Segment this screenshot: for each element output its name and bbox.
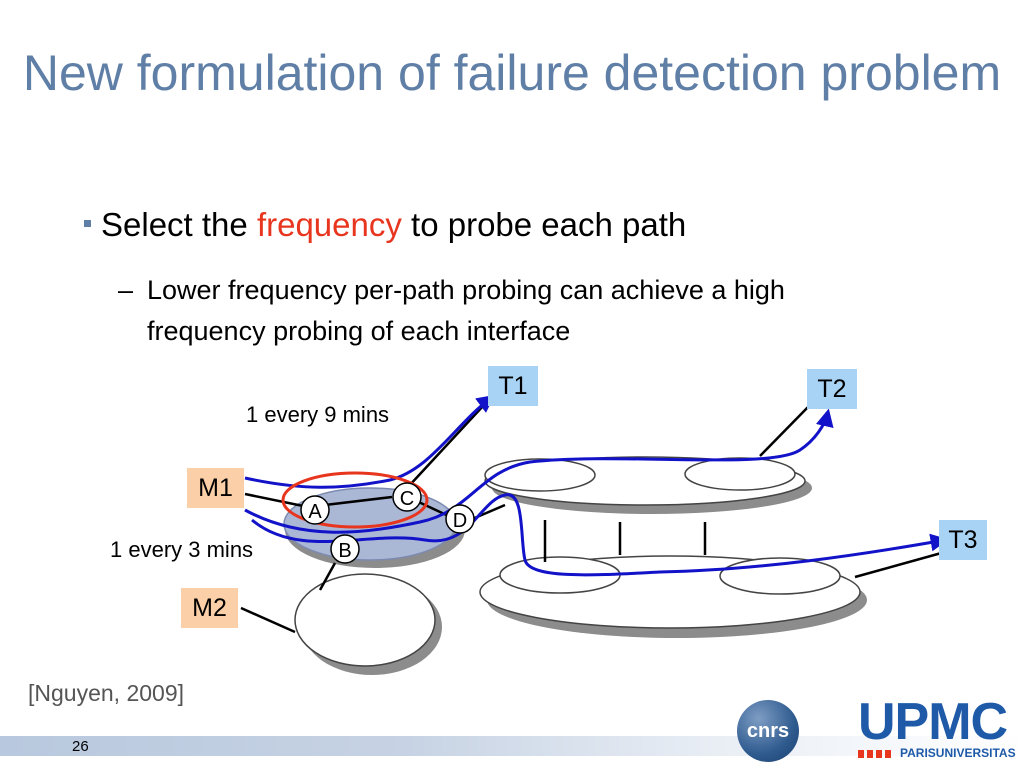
cnrs-logo: cnrs	[737, 700, 799, 762]
upmc-subtitle: PARISUNIVERSITAS	[900, 746, 1016, 760]
path-m1-t2	[244, 408, 834, 534]
router-a-label: A	[308, 501, 322, 523]
bullet-main-post: to probe each path	[401, 206, 687, 243]
rate-label-top: 1 every 9 mins	[246, 402, 390, 427]
router-b: B	[330, 534, 360, 564]
upmc-logo: UPMC	[858, 693, 1008, 751]
monitor-m1: M1	[187, 468, 244, 508]
router-d-label: D	[453, 510, 467, 532]
cloud-bottom-right	[479, 555, 861, 629]
router-d: D	[445, 504, 475, 534]
highlight-ellipse	[281, 471, 429, 529]
router-a: A	[300, 495, 330, 525]
probe-paths	[244, 394, 949, 577]
bullet-main: Select the frequency to probe each path	[84, 206, 686, 244]
cloud-top-right	[484, 456, 806, 506]
bullet-dash: –	[118, 275, 134, 305]
rate-label-bottom: 1 every 3 mins	[110, 537, 254, 562]
cloud-bottom-left	[294, 573, 436, 667]
citation: [Nguyen, 2009]	[28, 680, 185, 706]
path-m1-t1	[244, 394, 495, 489]
router-c-label: C	[400, 488, 414, 510]
monitor-m2: M2	[181, 588, 238, 628]
router-b-label: B	[338, 540, 351, 562]
bullet-sub-text: Lower frequency per-path probing can ach…	[147, 275, 785, 346]
target-t3: T3	[939, 520, 987, 560]
target-t1: T1	[488, 366, 538, 406]
page-number: 26	[72, 738, 89, 755]
slide-title: New formulation of failure detection pro…	[22, 45, 1002, 101]
upmc-bars-icon	[858, 750, 891, 758]
bullet-square-icon	[84, 219, 91, 227]
router-c: C	[392, 482, 422, 512]
bullet-main-pre: Select the	[101, 206, 257, 243]
target-t2: T2	[807, 369, 857, 409]
path-m1-t3	[251, 493, 949, 577]
bullet-main-highlight: frequency	[256, 206, 402, 243]
